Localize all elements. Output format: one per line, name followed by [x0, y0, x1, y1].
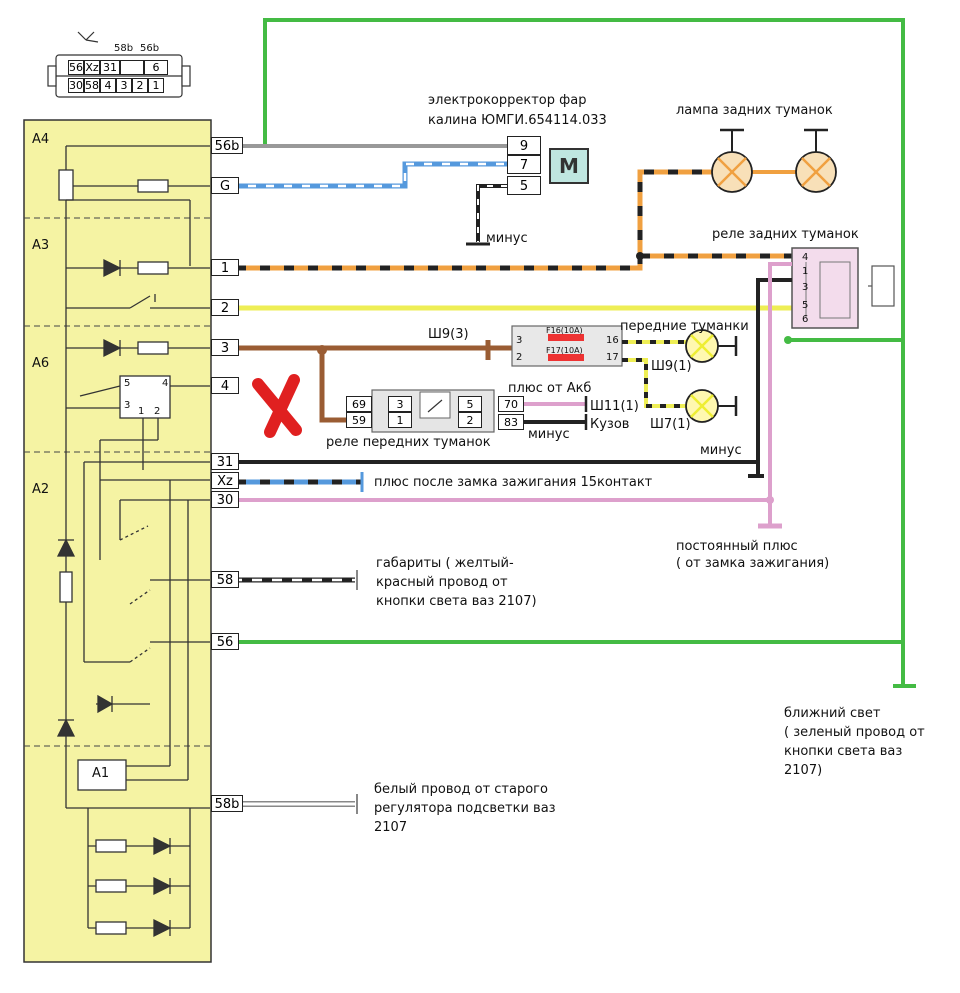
orange-junction: [636, 252, 644, 260]
pin-58: 58: [211, 571, 239, 588]
rear-relay-pin-4: 4: [802, 252, 809, 263]
front-relay-pin-70: 70: [498, 396, 524, 412]
pink-junction: [766, 496, 774, 504]
corrector-title-line1: электрокорректор фар: [428, 93, 587, 108]
rear-fog-lamps: [711, 128, 837, 193]
rear-relay-pin-6: 6: [802, 314, 809, 325]
fuse-1: F16(10A): [546, 326, 583, 335]
rear-relay-body: [791, 247, 895, 329]
red-x-mark: [252, 374, 302, 438]
corrector-ground: [466, 184, 507, 246]
sh11-1-label: Ш11(1): [590, 399, 639, 414]
sh7-1-label: Ш7(1): [650, 417, 691, 432]
sh9-1-label: Ш9(1): [651, 359, 692, 374]
connector-cell: [120, 60, 144, 75]
front-relay-pin-59: 59: [346, 412, 372, 428]
connector-cell: 6: [144, 60, 168, 75]
fuse-pin-16: 16: [606, 335, 619, 346]
gabarity-label: габариты ( желтый- красный провод от кно…: [376, 556, 537, 609]
internal-pin-4: 4: [162, 378, 169, 389]
connector-cell: 31: [100, 60, 120, 75]
pin-58b: 58b: [211, 795, 243, 812]
connector-cell: 58: [84, 78, 100, 93]
block-label-a4: A4: [32, 132, 50, 147]
connector-cell: 4: [100, 78, 116, 93]
connector-cell: Xz: [84, 60, 100, 75]
rear-lamps-label: лампа задних туманок: [676, 103, 833, 118]
green-wires: [212, 18, 916, 688]
a1-label: A1: [92, 766, 110, 781]
pin-2: 2: [211, 299, 239, 316]
connector-top-56b: 56b: [140, 43, 160, 54]
brown-junction: [317, 345, 327, 355]
internal-pin-5: 5: [124, 378, 131, 389]
block-label-a3: A3: [32, 238, 50, 253]
kuzov-label: Кузов: [590, 417, 630, 432]
rear-relay-pin-5: 5: [802, 300, 809, 311]
fuse-block-body: [511, 325, 623, 367]
rear-relay-pin-1: 1: [802, 266, 809, 277]
plus-akb-label: плюс от Акб: [508, 381, 592, 396]
rear-relay-label: реле задних туманок: [712, 227, 859, 242]
connector-cell: 1: [148, 78, 164, 93]
front-relay-inner-3: 3: [388, 396, 412, 412]
corrector-motor: M: [549, 148, 589, 184]
front-relay-inner-1: 1: [388, 412, 412, 428]
xz-label: плюс после замка зажигания 15контакт: [374, 475, 653, 490]
block-separators: [24, 217, 211, 747]
green-junction: [784, 336, 792, 344]
const-plus-label: постоянный плюс ( от замка зажигания): [676, 539, 830, 571]
front-relay-pin-69: 69: [346, 396, 372, 412]
connector-cell: 3: [116, 78, 132, 93]
blue-wire-g: [212, 161, 507, 189]
fuse-pin-2: 2: [516, 352, 523, 363]
pin-g: G: [211, 177, 239, 194]
block-label-a2: A2: [32, 482, 50, 497]
corrector-pin-5: 5: [507, 176, 541, 195]
front-relay-label: реле передних туманок: [326, 435, 491, 450]
pin-56: 56: [211, 633, 239, 650]
blizhniy-label: ближний свет ( зеленый провод от кнопки …: [784, 706, 925, 778]
connector-cell: 56: [68, 60, 84, 75]
black-wire-31: [212, 278, 792, 478]
pin-xz: Xz: [211, 472, 239, 489]
rear-relay-pin-3: 3: [802, 282, 809, 293]
front-fog-lamps: [685, 329, 738, 423]
instrument-panel: [23, 119, 212, 963]
connector-cell: 2: [132, 78, 148, 93]
pin-1: 1: [211, 259, 239, 276]
internal-pin-3: 3: [124, 400, 131, 411]
fuse-block-label: Ш9(3): [428, 327, 469, 342]
front-relay-inner-5: 5: [458, 396, 482, 412]
front-lamp-wires: [622, 340, 690, 408]
front-minus-label: минус: [528, 427, 570, 442]
pin-30: 30: [211, 491, 239, 508]
front-relay-pin-83: 83: [498, 414, 524, 430]
orange-wire-1: [212, 169, 796, 271]
internal-schematic: [56, 145, 210, 938]
connector-top-58b: 58b: [114, 43, 134, 54]
internal-pin-2: 2: [154, 406, 161, 417]
internal-pin-1: 1: [138, 406, 145, 417]
pin-56b: 56b: [211, 137, 243, 154]
fuse-pin-17: 17: [606, 352, 619, 363]
pin-4: 4: [211, 377, 239, 394]
corrector-pin-7: 7: [507, 155, 541, 174]
connector-cell: 30: [68, 78, 84, 93]
front-lamps-label: передние туманки: [620, 319, 749, 334]
front-relay-inner-2: 2: [458, 412, 482, 428]
pin-31: 31: [211, 453, 239, 470]
corrector-pin-9: 9: [507, 136, 541, 155]
corrector-title-line2: калина ЮМГИ.654114.033: [428, 113, 607, 128]
pin-3: 3: [211, 339, 239, 356]
minus-31-label: минус: [700, 443, 742, 458]
corrector-minus-label: минус: [486, 231, 528, 246]
fuse-2: F17(10A): [546, 346, 583, 355]
block-label-a6: A6: [32, 356, 50, 371]
fuse-pin-3: 3: [516, 335, 523, 346]
beliy-label: белый провод от старого регулятора подсв…: [374, 782, 556, 835]
